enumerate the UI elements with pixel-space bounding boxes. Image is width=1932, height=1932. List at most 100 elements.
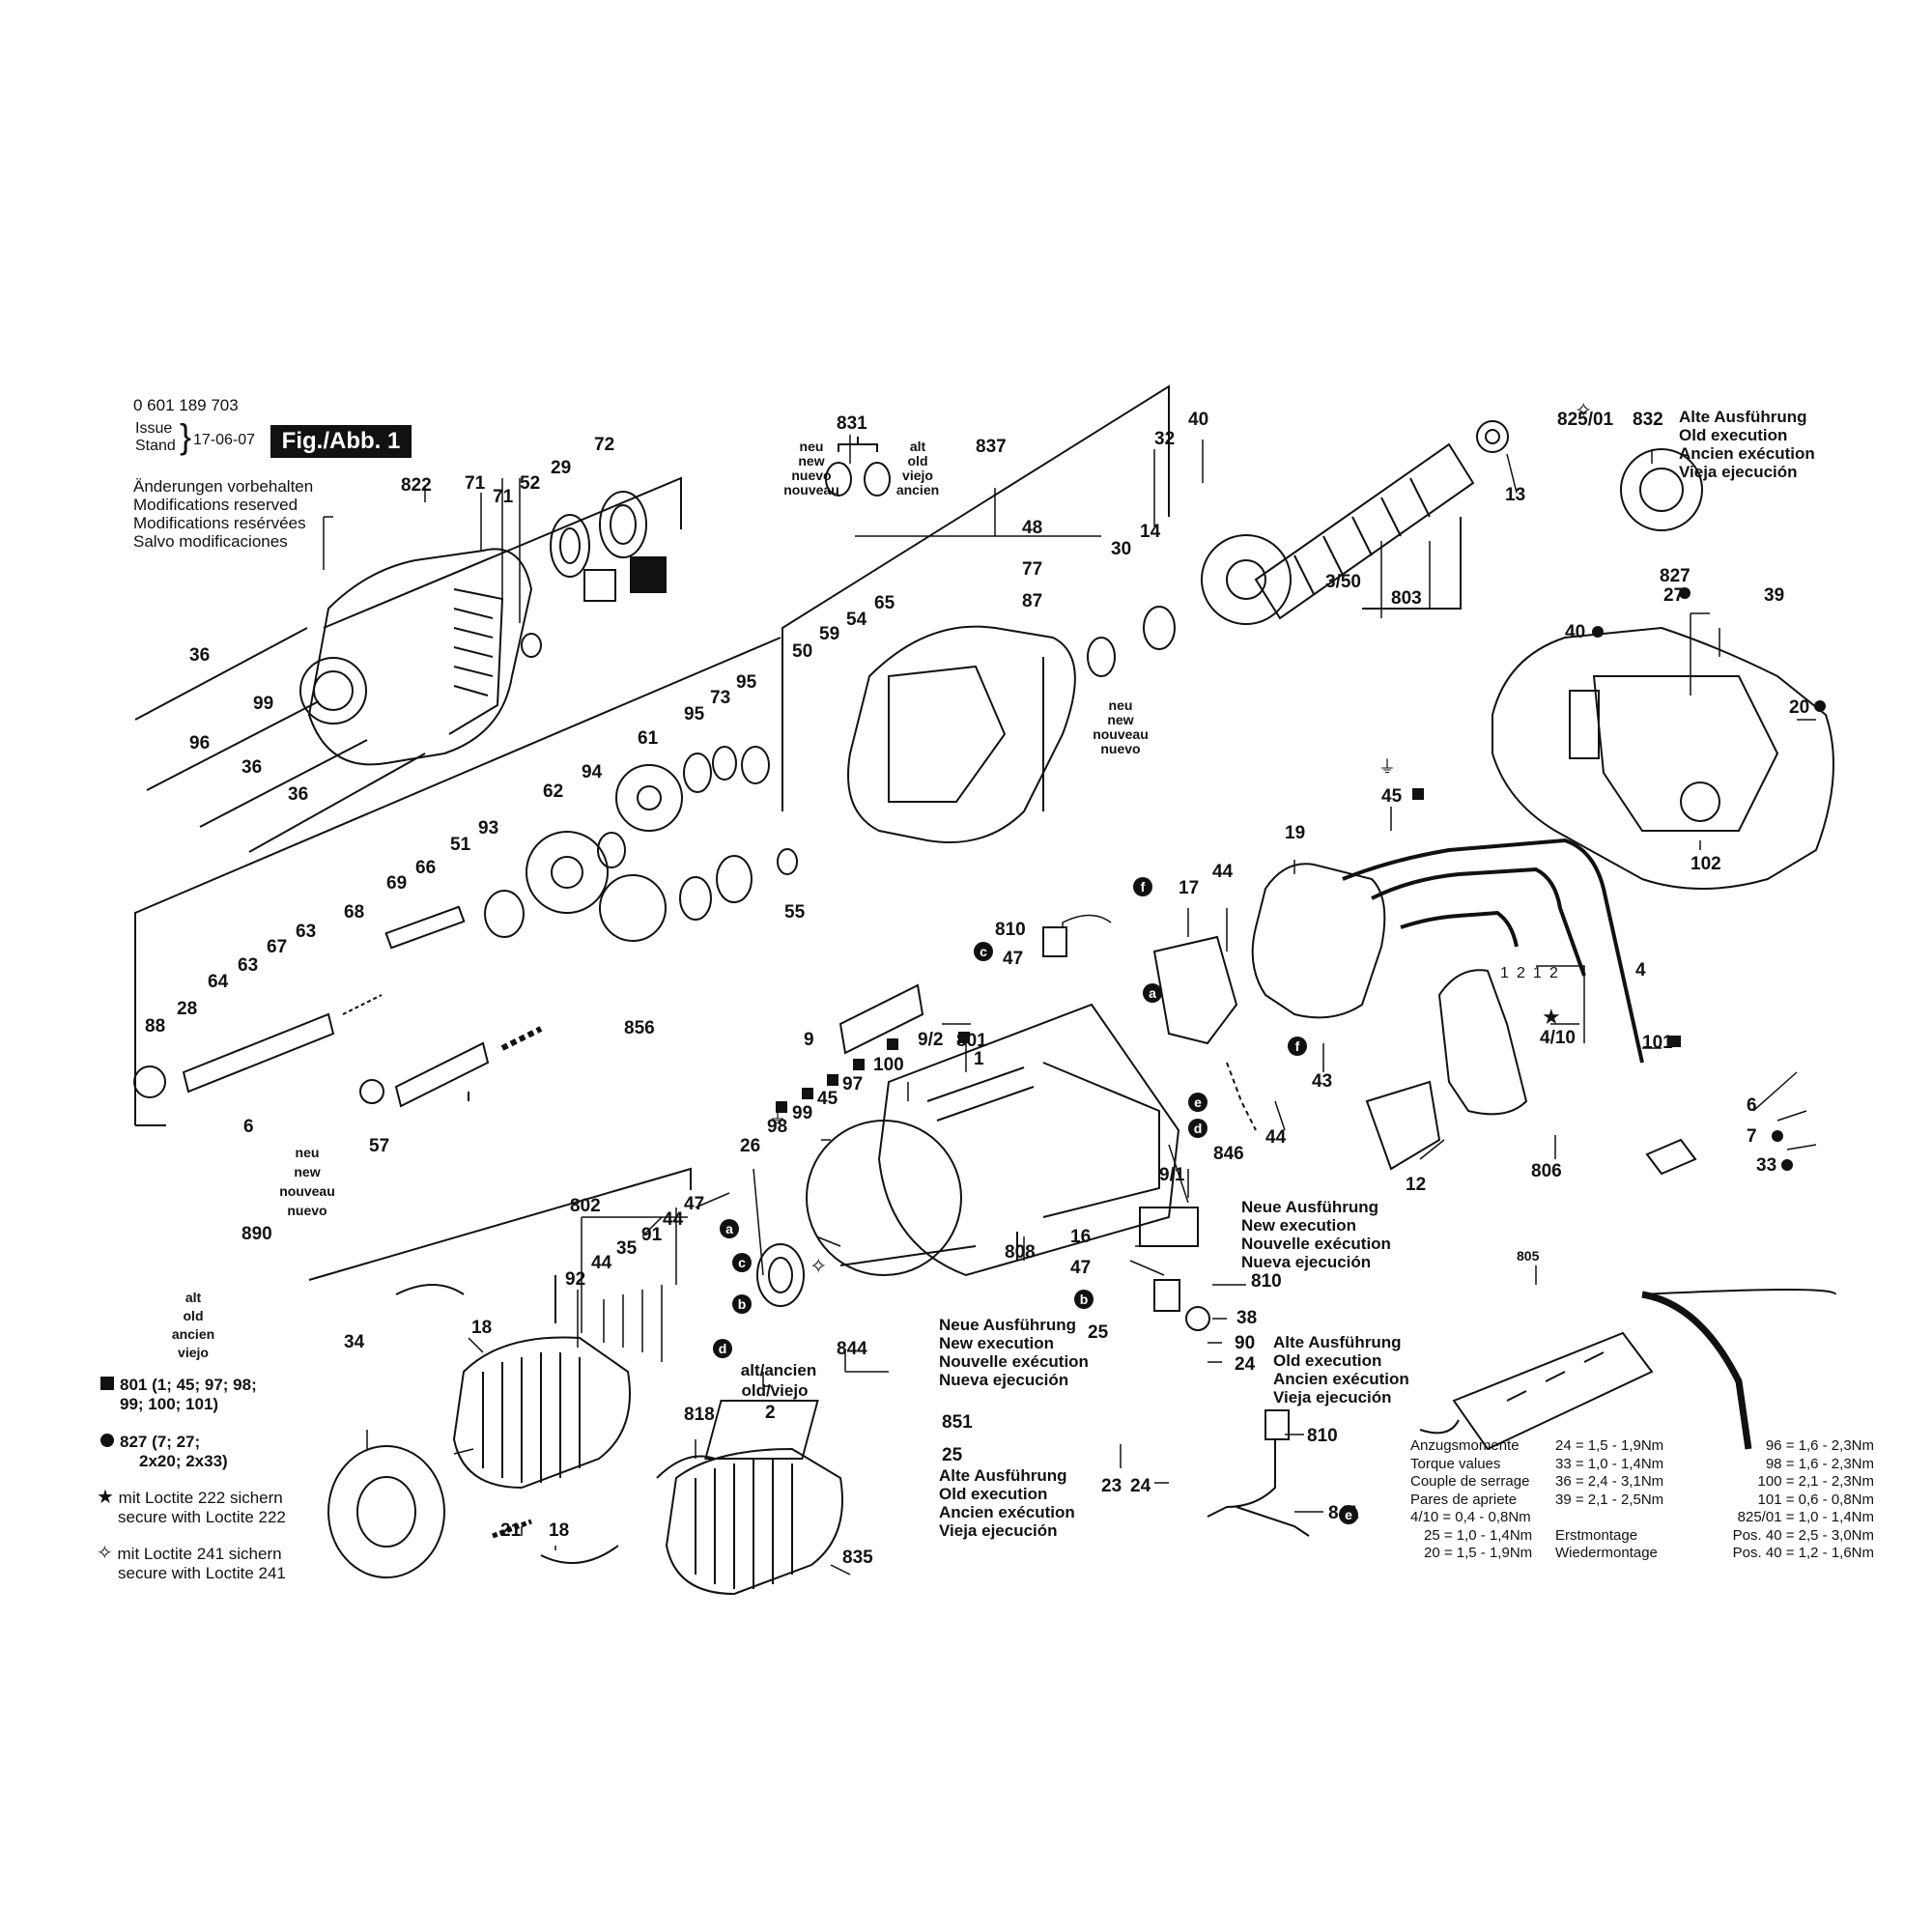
exec-line: Nouvelle exécution xyxy=(1241,1235,1391,1253)
bearing-symbol xyxy=(630,556,667,593)
sleeve-93 xyxy=(484,890,525,938)
torque-cell: Couple de serrage xyxy=(1410,1473,1530,1490)
dot-mark xyxy=(1592,626,1604,638)
ground-icon: ⏚ xyxy=(769,1108,786,1127)
issue-label: Issue xyxy=(135,420,173,437)
gear-shaft xyxy=(394,1041,490,1108)
set-marks xyxy=(776,587,1826,1171)
callout-44: 44 xyxy=(663,1209,684,1230)
new-execution-note: Neue Ausführung New execution Nouvelle e… xyxy=(939,1316,1089,1389)
field-coil-835 xyxy=(665,1447,843,1596)
wire-label-1: 1 xyxy=(1533,965,1542,981)
old-execution-note: Alte Ausführung Old execution Ancien exé… xyxy=(1273,1333,1409,1406)
callout-26: 26 xyxy=(740,1136,760,1156)
loctite-241-star-icon: ✧ xyxy=(1575,398,1592,422)
callout-71: 71 xyxy=(493,487,514,507)
callout-851: 851 xyxy=(942,1412,973,1433)
marker-d: d xyxy=(719,1341,727,1356)
exec-line: Vieja ejecución xyxy=(939,1521,1058,1540)
spring-38 xyxy=(1185,1306,1210,1331)
handle-housing-827 xyxy=(1492,626,1834,890)
variant-old: ancien xyxy=(896,482,939,497)
callout-99: 99 xyxy=(253,694,273,714)
callout-805: 805 xyxy=(1517,1248,1540,1264)
filled-star-icon: ★ xyxy=(97,1487,114,1508)
torque-cell: 36 = 2,4 - 3,1Nm xyxy=(1555,1473,1664,1490)
callout-6: 6 xyxy=(243,1117,254,1137)
marker-c: c xyxy=(980,944,987,959)
callout-101: 101 xyxy=(1642,1033,1673,1053)
callout-99: 99 xyxy=(792,1103,812,1123)
torque-cell: Wiedermontage xyxy=(1555,1545,1658,1561)
variant-new: nouveau xyxy=(783,482,839,497)
callout-52: 52 xyxy=(520,473,540,494)
torque-cell: Pares de apriete xyxy=(1410,1491,1518,1508)
torque-cell: Pos. 40 = 2,5 - 3,0Nm xyxy=(1732,1526,1874,1544)
square-mark xyxy=(853,1059,865,1070)
torque-col-3: 96 = 1,6 - 2,3Nm 98 = 1,6 - 2,3Nm 100 = … xyxy=(1705,1437,1874,1563)
loctite-222-star-icon: ★ xyxy=(1542,1005,1561,1029)
callout-6: 6 xyxy=(1747,1095,1757,1116)
callout-822: 822 xyxy=(401,475,432,496)
callout-69: 69 xyxy=(386,873,407,894)
legend-text: secure with Loctite 241 xyxy=(118,1564,286,1582)
callout-71: 71 xyxy=(465,473,486,494)
callout-24: 24 xyxy=(1235,1354,1256,1375)
callout-28: 28 xyxy=(177,999,197,1019)
callout-63: 63 xyxy=(238,955,258,976)
exec-line: Neue Ausführung xyxy=(1241,1198,1378,1216)
spring-856 xyxy=(500,1026,543,1051)
variant-new: nuevo xyxy=(287,1203,327,1218)
callout-890: 890 xyxy=(242,1224,272,1244)
callout-810: 810 xyxy=(995,920,1026,940)
callout-25: 25 xyxy=(1088,1322,1109,1343)
callout-35: 35 xyxy=(616,1238,638,1259)
spring-21 xyxy=(492,1519,532,1539)
callout-802: 802 xyxy=(570,1196,601,1216)
seal-831-new xyxy=(825,462,852,497)
exec-line: Ancien exécution xyxy=(1679,444,1815,463)
callout-96: 96 xyxy=(189,733,210,753)
mod-line: Änderungen vorbehalten xyxy=(133,477,314,496)
callout-39: 39 xyxy=(1764,585,1784,606)
fan-disc-99 xyxy=(806,1120,962,1276)
motor-housing-65 xyxy=(847,625,1076,843)
callout-55: 55 xyxy=(784,902,806,923)
callout-65: 65 xyxy=(874,593,895,613)
torque-cell: Erstmontage xyxy=(1555,1526,1638,1544)
switch-17 xyxy=(1152,935,1238,1045)
old-execution-note: Alte Ausführung Old execution Ancien exé… xyxy=(939,1466,1075,1540)
torque-cell: 24 = 1,5 - 1,9Nm xyxy=(1555,1437,1664,1454)
callout-21: 21 xyxy=(500,1520,522,1541)
marker-b: b xyxy=(1080,1292,1089,1307)
callout-20: 20 xyxy=(1789,697,1809,718)
exec-line: Vieja ejecución xyxy=(1273,1388,1392,1406)
baffle-34 xyxy=(327,1445,445,1578)
callout-2: 2 xyxy=(765,1403,776,1423)
wire-label-2: 2 xyxy=(1549,965,1558,981)
callout-40: 40 xyxy=(1188,410,1208,430)
callout-91: 91 xyxy=(641,1225,663,1245)
callout-44: 44 xyxy=(591,1253,612,1273)
callout-45: 45 xyxy=(1381,786,1403,807)
square-mark xyxy=(1412,788,1424,800)
callout-4-10: 4/10 xyxy=(1540,1028,1576,1048)
callout-68: 68 xyxy=(344,902,364,923)
exec-line: Ancien exécution xyxy=(1273,1370,1409,1388)
brace: } xyxy=(180,416,192,456)
exec-line: Old execution xyxy=(1679,426,1788,444)
legend-loctite-222: ★ mit Loctite 222 sichern secure with Lo… xyxy=(97,1488,286,1527)
callout-4: 4 xyxy=(1635,960,1646,980)
figure-badge: Fig./Abb. 1 xyxy=(270,425,412,458)
circle-legend-icon xyxy=(100,1434,114,1447)
exec-line: Nueva ejecución xyxy=(1241,1253,1372,1271)
exec-line: Old execution xyxy=(1273,1351,1382,1370)
callout-3-50: 3/50 xyxy=(1325,572,1361,592)
callout-77: 77 xyxy=(1022,559,1042,580)
variant-old: old xyxy=(184,1308,204,1323)
exec-line: Ancien exécution xyxy=(939,1503,1075,1521)
callout-7: 7 xyxy=(1747,1126,1757,1147)
legend-loctite-241: ✧ mit Loctite 241 sichern secure with Lo… xyxy=(97,1544,286,1583)
callout-44: 44 xyxy=(1212,862,1234,882)
